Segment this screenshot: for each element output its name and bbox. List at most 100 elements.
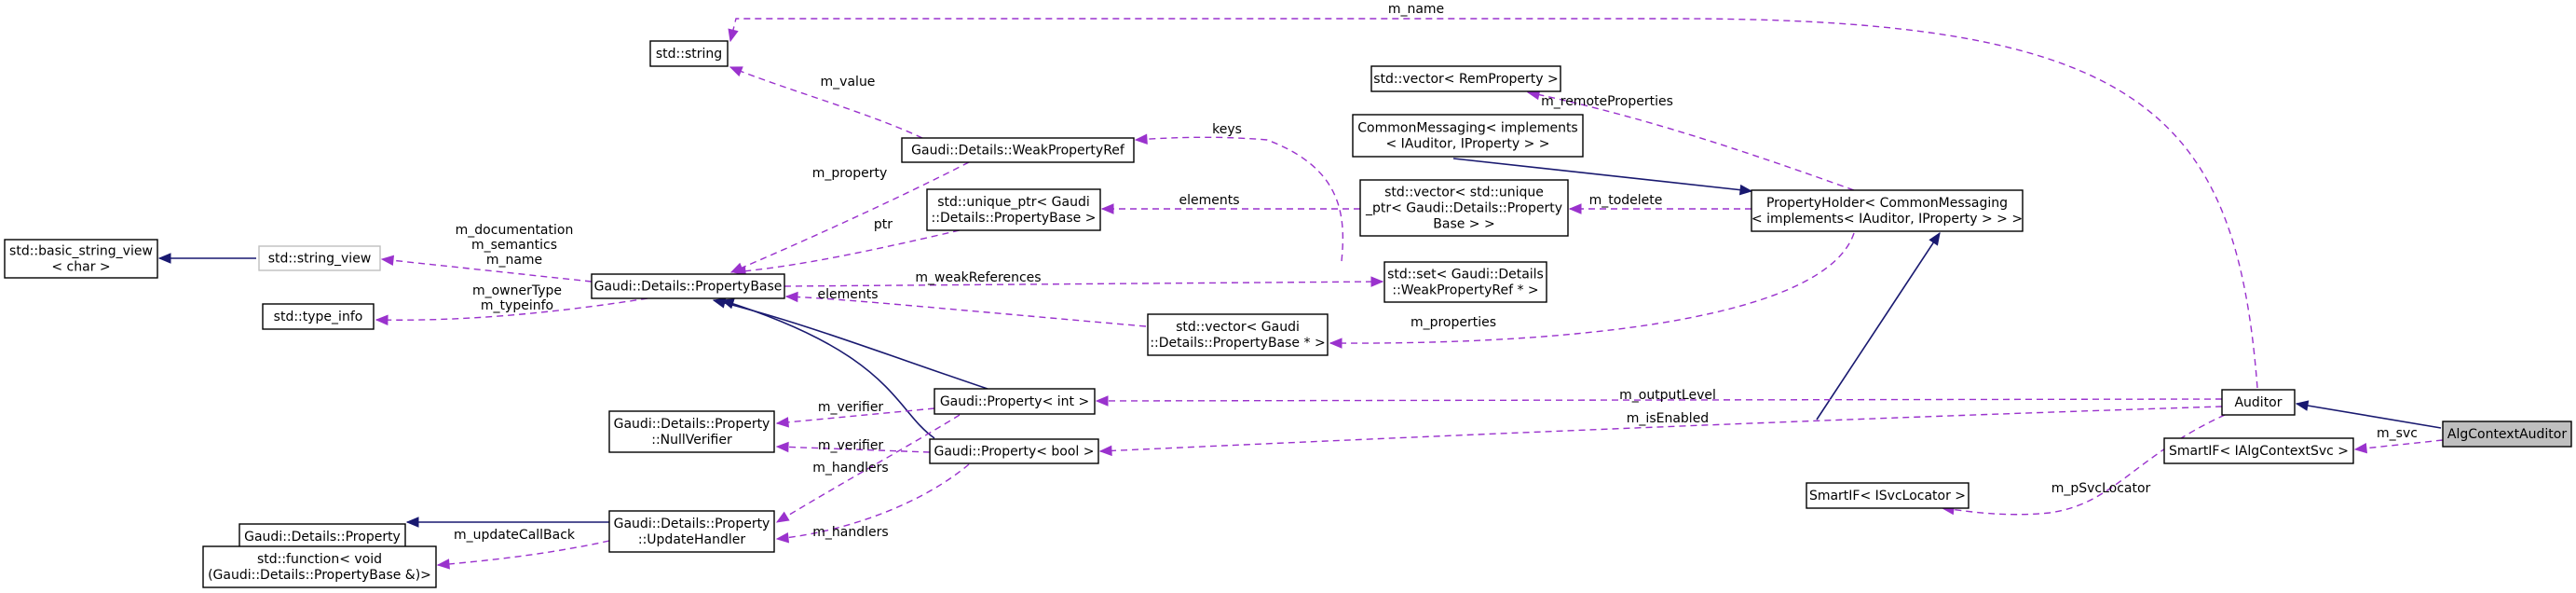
node-label-line: PropertyHolder< CommonMessaging — [1766, 196, 2008, 211]
inheritance-edge-5 — [722, 300, 935, 439]
node-box — [262, 303, 375, 330]
node-property-bool[interactable]: Gaudi::Property< bool > — [929, 438, 1099, 464]
node-property-int[interactable]: Gaudi::Property< int > — [934, 388, 1096, 415]
node-label-line: ::UpdateHandler — [638, 532, 746, 547]
edge-label-line: m_updateCallBack — [454, 528, 576, 543]
usage-edge-m_isEnabled — [1100, 406, 2223, 451]
node-std-basic-string-view[interactable]: std::basic_string_view< char > — [4, 239, 158, 279]
node-box — [2221, 389, 2296, 416]
node-vector-unique-ptr[interactable]: std::vector< std::unique_ptr< Gaudi::Det… — [1359, 179, 1569, 237]
node-box — [1370, 65, 1561, 92]
node-vector-rem-property[interactable]: std::vector< RemProperty > — [1370, 65, 1561, 92]
node-box — [929, 438, 1099, 464]
edge-label-m_properties: m_properties — [1411, 315, 1496, 330]
edge-label-elements_unique: elements — [1179, 193, 1239, 208]
edge-label-line: m_weakReferences — [915, 270, 1041, 285]
node-box — [649, 40, 729, 67]
node-label: PropertyHolder< CommonMessaging< impleme… — [1751, 196, 2023, 227]
edge-label-m_value: m_value — [821, 75, 876, 90]
node-std-string[interactable]: std::string — [649, 40, 729, 67]
node-property-base[interactable]: Gaudi::Details::PropertyBase — [591, 273, 785, 299]
node-std-function[interactable]: std::function< void(Gaudi::Details::Prop… — [202, 545, 437, 588]
usage-edge-m_owner_typeinfo — [376, 297, 648, 320]
node-box — [2442, 421, 2572, 448]
node-std-type-info[interactable]: std::type_info — [262, 303, 375, 330]
usage-edge-m_svc — [2355, 439, 2444, 449]
node-common-messaging[interactable]: CommonMessaging< implements< IAuditor, I… — [1352, 114, 1584, 158]
edge-label-line: m_properties — [1411, 315, 1496, 330]
node-label-line: Gaudi::Property< bool > — [934, 445, 1094, 460]
node-label: Gaudi::Details::Property::NullVerifier — [614, 417, 770, 448]
node-label-line: SmartIF< ISvcLocator > — [1809, 489, 1966, 503]
node-label-line: std::string — [656, 47, 722, 62]
edge-label-line: m_pSvcLocator — [2051, 481, 2151, 496]
node-update-handler[interactable]: Gaudi::Details::Property::UpdateHandler — [608, 510, 775, 553]
node-label: std::type_info — [274, 310, 363, 324]
node-label: CommonMessaging< implements< IAuditor, I… — [1357, 121, 1577, 152]
node-label-line: Base > > — [1433, 217, 1494, 232]
inheritance-edge-1 — [1816, 233, 1940, 421]
edge-label-m_updateCallBack: m_updateCallBack — [454, 528, 576, 543]
node-label: std::basic_string_view< char > — [9, 244, 153, 275]
usage-edge-m_properties — [1330, 232, 1855, 343]
inheritance-edge-4 — [714, 300, 988, 390]
node-label: Gaudi::Property< int > — [940, 394, 1089, 409]
edge-label-line: m_name — [486, 253, 542, 268]
usage-edge-keys — [1136, 137, 1344, 262]
edge-label-m_property: m_property — [812, 166, 888, 181]
edge-label-elements_vector: elements — [817, 287, 878, 302]
node-smartif-alg-context[interactable]: SmartIF< IAlgContextSvc > — [2163, 437, 2354, 464]
node-label-line: (Gaudi::Details::PropertyBase &)> — [208, 568, 431, 583]
node-std-string-view[interactable]: std::string_view — [258, 245, 381, 271]
usage-edge-m_verifier_int — [777, 407, 935, 423]
node-null-verifier[interactable]: Gaudi::Details::Property::NullVerifier — [608, 410, 775, 453]
node-label-line: std::vector< std::unique — [1384, 186, 1544, 200]
usage-edge-elements_vector — [786, 296, 1147, 327]
edge-label-line: ptr — [874, 217, 893, 232]
node-label: std::string_view — [268, 252, 372, 267]
node-box — [1806, 482, 1969, 509]
node-alg-context-auditor[interactable]: AlgContextAuditor — [2442, 421, 2572, 448]
node-box — [608, 510, 775, 553]
node-label-line: < IAuditor, IProperty > > — [1386, 137, 1550, 152]
node-box — [1352, 114, 1584, 158]
node-label-line: Gaudi::Details::Property — [614, 417, 770, 432]
node-label: std::function< void(Gaudi::Details::Prop… — [208, 552, 431, 583]
node-property-holder[interactable]: PropertyHolder< CommonMessaging< impleme… — [1751, 189, 2024, 232]
node-smartif-svc-locator[interactable]: SmartIF< ISvcLocator > — [1806, 482, 1969, 509]
node-label-line: Gaudi::Details::Property — [244, 530, 401, 545]
node-label-line: < implements< IAuditor, IProperty > > > — [1751, 212, 2023, 227]
node-auditor[interactable]: Auditor — [2221, 389, 2296, 416]
node-label-line: std::vector< RemProperty > — [1373, 72, 1558, 87]
node-box — [926, 188, 1101, 231]
edge-label-line: m_remoteProperties — [1541, 94, 1673, 109]
node-label-line: Auditor — [2234, 395, 2282, 410]
node-label-line: AlgContextAuditor — [2447, 427, 2567, 442]
node-box — [591, 273, 785, 299]
node-label-line: std::type_info — [274, 310, 363, 324]
usage-edge-m_handlers_bool — [777, 463, 970, 539]
node-vector-property-base-ptr[interactable]: std::vector< Gaudi::Details::PropertyBas… — [1147, 313, 1329, 356]
node-label-line: Gaudi::Details::PropertyBase — [594, 280, 783, 295]
node-label: std::string — [656, 47, 722, 62]
node-box — [934, 388, 1096, 415]
node-label: Gaudi::Property< bool > — [934, 445, 1094, 460]
node-weak-property-ref[interactable]: Gaudi::Details::WeakPropertyRef — [901, 137, 1135, 163]
usage-edge-m_handlers_int — [777, 414, 961, 522]
inheritance-edge-2 — [2297, 404, 2442, 429]
node-label-line: std::basic_string_view — [9, 244, 153, 259]
node-label: std::vector< std::unique_ptr< Gaudi::Det… — [1365, 186, 1562, 232]
node-label-line: Gaudi::Property< int > — [940, 394, 1089, 409]
edge-label-line: m_verifier — [818, 438, 884, 453]
edge-label-m_verifier_bool: m_verifier — [818, 438, 884, 453]
node-label-line: _ptr< Gaudi::Details::Property — [1365, 201, 1562, 216]
edge-label-line: m_value — [821, 75, 876, 90]
node-set-weak-ref[interactable]: std::set< Gaudi::Details::WeakPropertyRe… — [1383, 261, 1547, 303]
node-label-line: std::vector< Gaudi — [1176, 320, 1300, 335]
node-label: std::vector< RemProperty > — [1373, 72, 1558, 87]
node-unique-ptr-property-base[interactable]: std::unique_ptr< Gaudi::Details::Propert… — [926, 188, 1101, 231]
usage-edge-m_doc_sem_name — [382, 259, 593, 283]
edge-label-line: elements — [817, 287, 878, 302]
usage-edge-m_pSvcLocator — [1942, 414, 2226, 516]
edge-label-line: m_handlers — [812, 525, 888, 540]
